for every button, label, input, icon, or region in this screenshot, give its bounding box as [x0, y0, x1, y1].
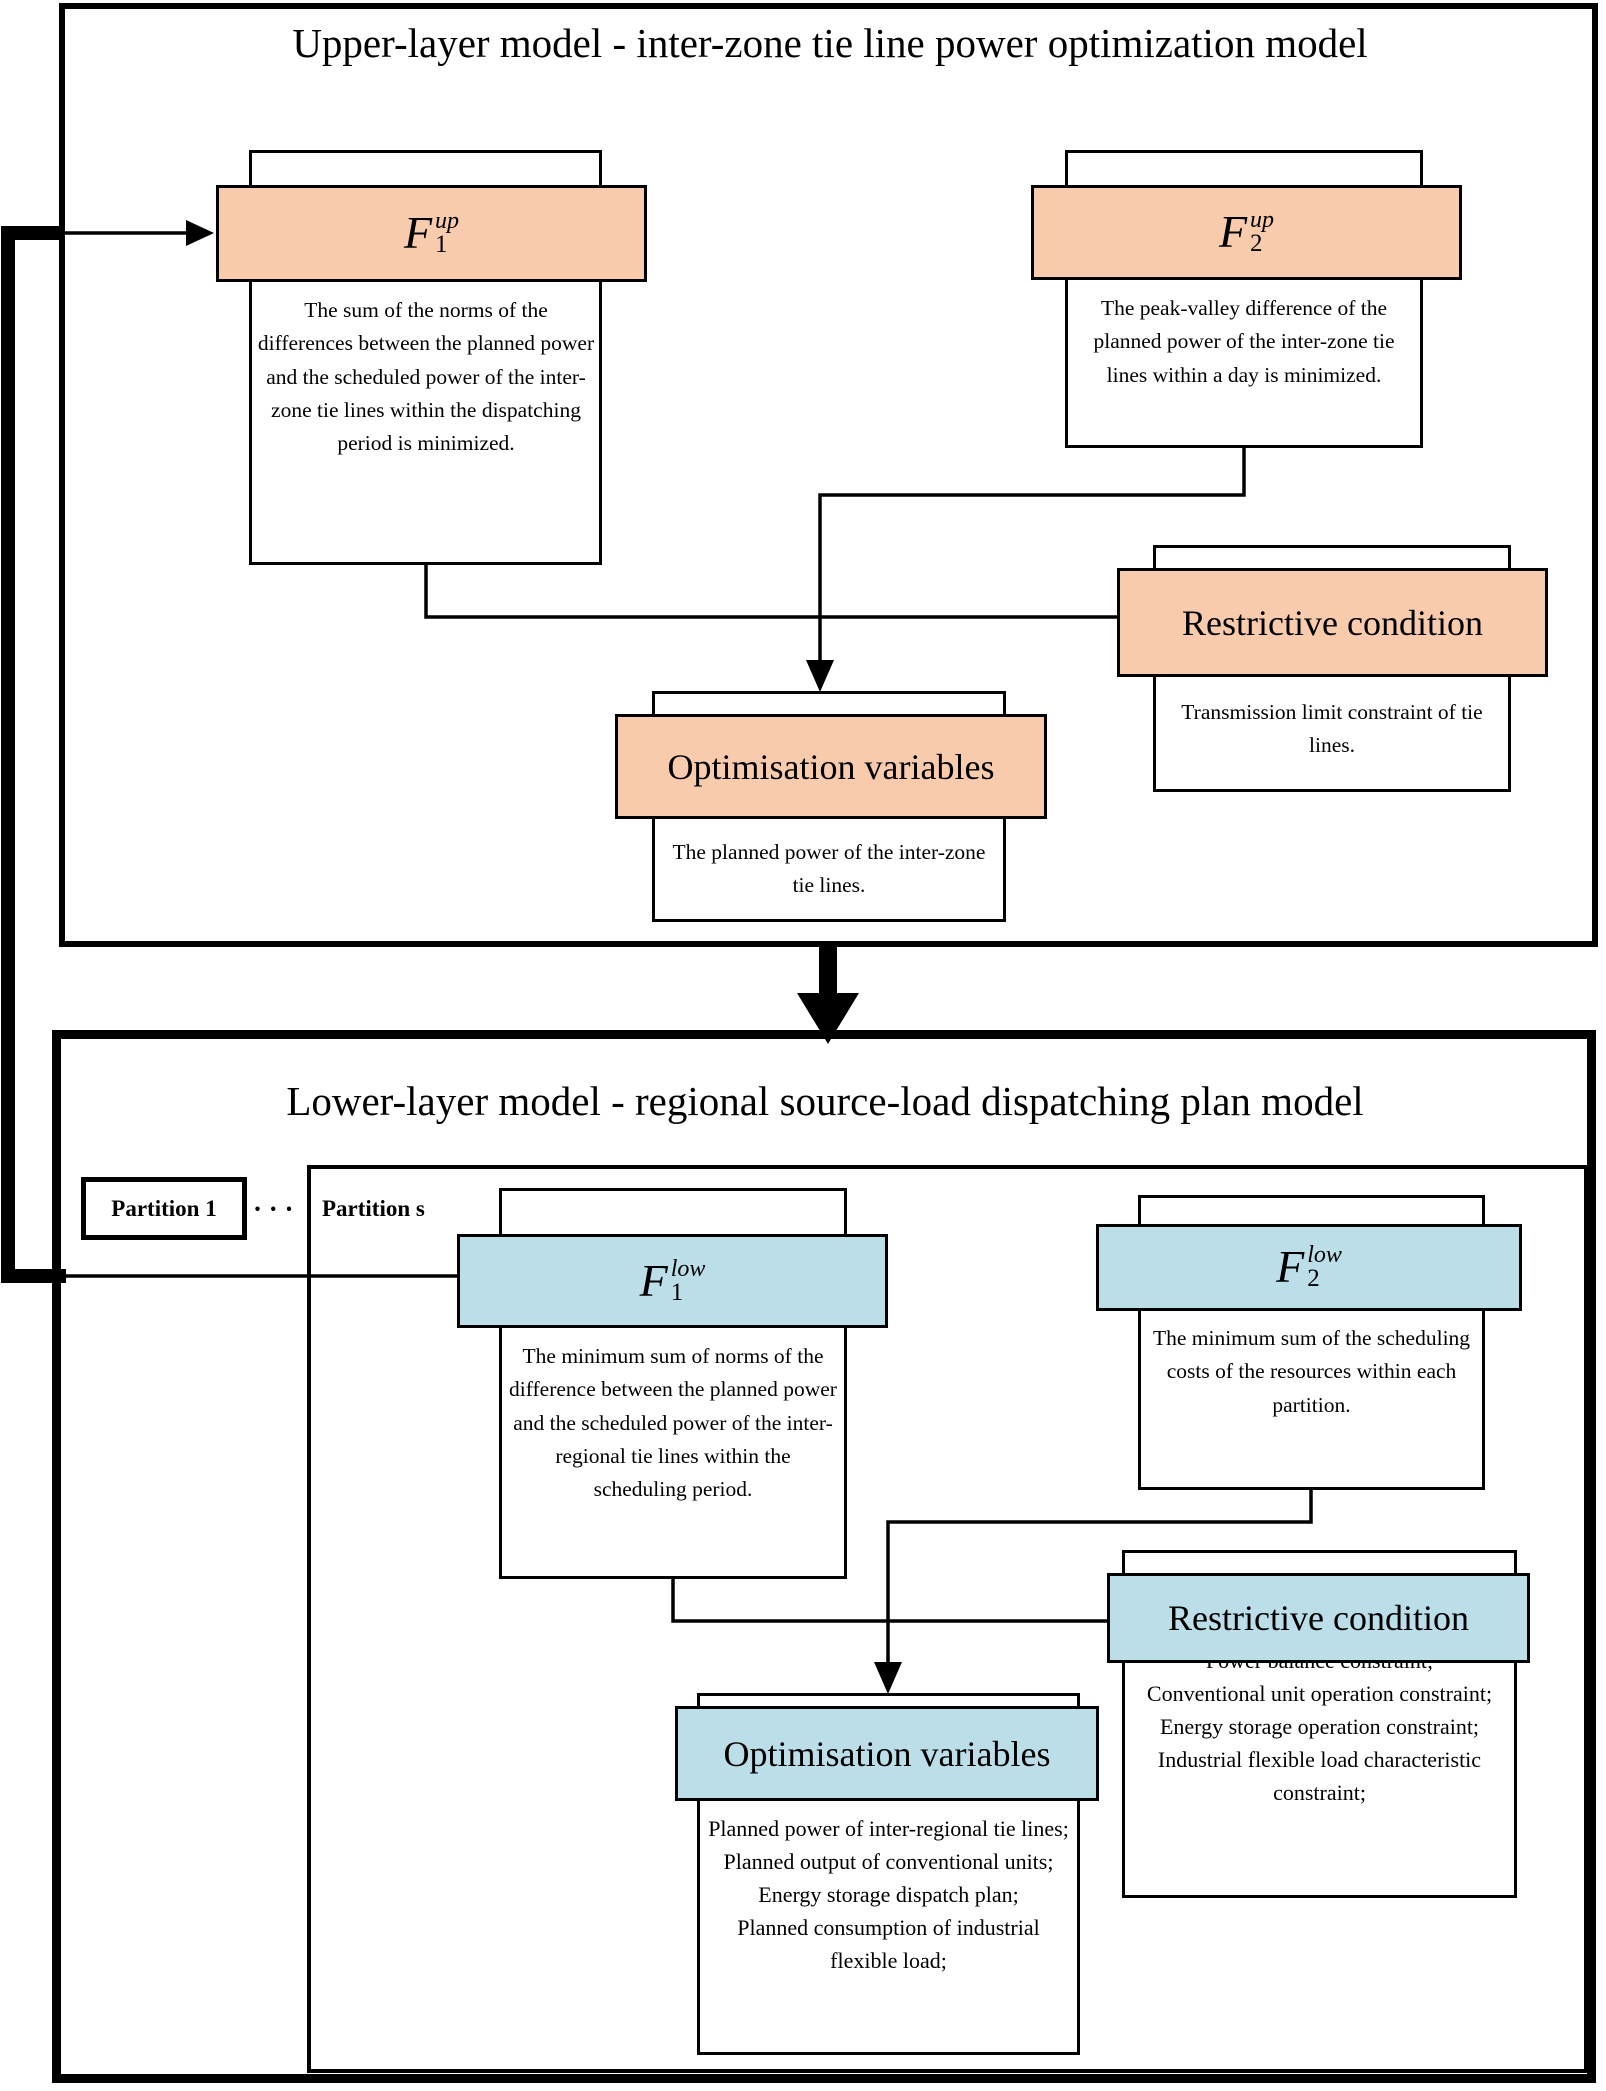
- optimisation-low-label: Optimisation variables: [723, 1733, 1051, 1774]
- restrictive-up-header: Restrictive condition: [1117, 568, 1548, 677]
- partition-inner-box: [307, 1165, 1588, 2073]
- restrictive-low-label: Restrictive condition: [1168, 1598, 1469, 1638]
- optimisation-up-label: Optimisation variables: [667, 746, 995, 787]
- f1-up-arrowhead: [186, 220, 214, 246]
- f2-low-description: The minimum sum of the scheduling costs …: [1152, 1326, 1471, 1417]
- optimisation-low-description: Planned power of inter-regional tie line…: [708, 1816, 1069, 1973]
- lower-title: Lower-layer model - regional source-load…: [286, 1078, 1364, 1124]
- optimisation-up-description: The planned power of the inter-zone tie …: [672, 840, 986, 898]
- partition-dots: · · ·: [253, 1194, 294, 1224]
- restrictive-up-label: Restrictive condition: [1182, 602, 1483, 643]
- f2-up-branch: [818, 446, 1246, 670]
- f1-low-branch: [671, 1577, 1124, 1623]
- f2-low-branch: [886, 1488, 1313, 1670]
- f1-low-description: The minimum sum of norms of the differen…: [509, 1344, 837, 1502]
- restrictive-low-header: Restrictive condition: [1107, 1573, 1530, 1663]
- lower-model-box: [52, 1030, 1596, 2083]
- partition-s-label: Partition s: [322, 1196, 425, 1221]
- optimisation-up-header: Optimisation variables: [615, 714, 1047, 819]
- feedback-loop-line: [1, 226, 66, 1283]
- restrictive-low-description: Power balance constraint; Conventional u…: [1146, 1648, 1493, 1805]
- upper-title: Upper-layer model - inter-zone tie line …: [292, 20, 1368, 66]
- upper-model-box: [59, 3, 1598, 947]
- inter-layer-arrowhead: [797, 993, 859, 1044]
- f1-up-branch: [424, 563, 1119, 619]
- optimisation-up-arrowhead: [806, 660, 834, 692]
- partition-1-box: Partition 1: [81, 1177, 247, 1240]
- restrictive-up-description: Transmission limit constraint of tie lin…: [1181, 700, 1483, 758]
- optimisation-low-arrowhead: [874, 1662, 902, 1694]
- partition-1-label: Partition 1: [111, 1195, 217, 1221]
- optimisation-low-header: Optimisation variables: [675, 1706, 1099, 1801]
- f1-up-description: The sum of the norms of the differences …: [257, 298, 595, 456]
- f2-up-description: The peak-valley difference of the planne…: [1093, 296, 1395, 387]
